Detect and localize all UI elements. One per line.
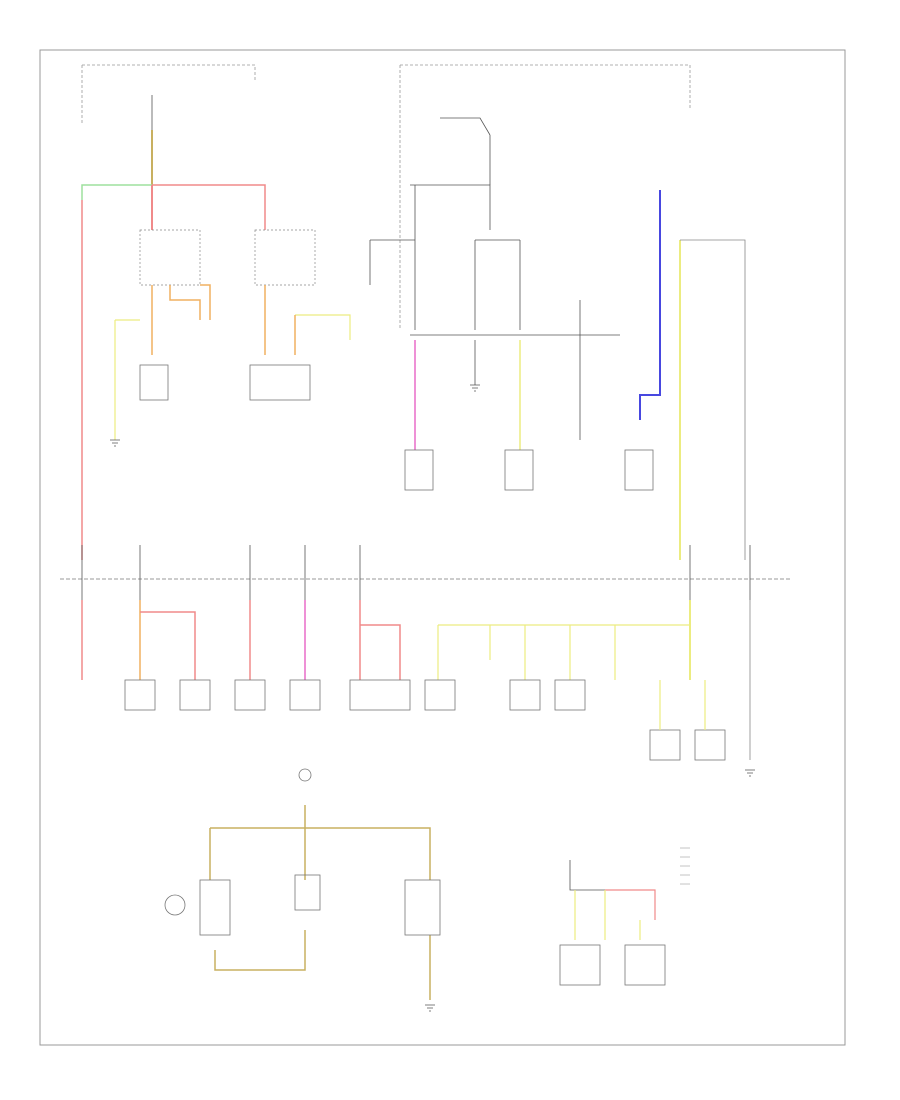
bottom-right-component-1 [559,944,601,986]
bottom-component-3 [404,879,441,936]
yellow-wire-right [295,314,351,340]
ground-symbol-bottom [425,1004,435,1012]
ground-symbol-central [470,384,480,392]
top-left-dashed-box [81,64,256,125]
component-box-3 [404,449,434,491]
lower-component-boxes [124,679,726,761]
central-module-bus [474,239,521,330]
central-module-feed [410,184,491,230]
blue-wire [639,190,661,420]
central-module-branch [369,239,415,285]
right-feed-wire [680,239,746,560]
bottom-right-wire [569,860,655,891]
red-wire-top [152,184,266,230]
red-wire-lower-3 [359,600,401,680]
bottom-right-component-2 [624,944,666,986]
red-wire-lower-2 [140,611,196,680]
orange-wire-left [151,285,201,355]
relay-left [139,229,201,286]
component-box-2 [249,364,311,401]
component-box-5 [624,449,654,491]
bottom-connector [298,768,312,782]
yellow-wire-left [114,319,140,440]
yellow-wire-lower-branch [659,680,706,730]
bottom-right-yellow [574,890,641,940]
component-box-4 [504,449,534,491]
tan-wire-bottom [209,805,431,880]
orange-wire-left-b [200,284,211,320]
bottom-component-1 [199,879,231,936]
bottom-right-red [605,889,656,920]
fuse-taps [81,545,751,600]
tan-wire-bottom-2 [214,930,306,971]
green-wire [81,184,152,200]
ground-symbol-left [110,439,120,447]
bottom-component-2 [294,874,321,911]
relay-right [254,229,316,286]
ground-symbol-right [745,769,755,777]
diagram-frame [39,49,846,1046]
yellow-bus-lower [437,624,690,680]
bottom-motor-symbol [164,894,186,916]
central-module-switch [440,117,491,185]
component-box-1 [139,364,169,401]
central-module-dashed-box [399,64,691,330]
legend [680,847,690,885]
